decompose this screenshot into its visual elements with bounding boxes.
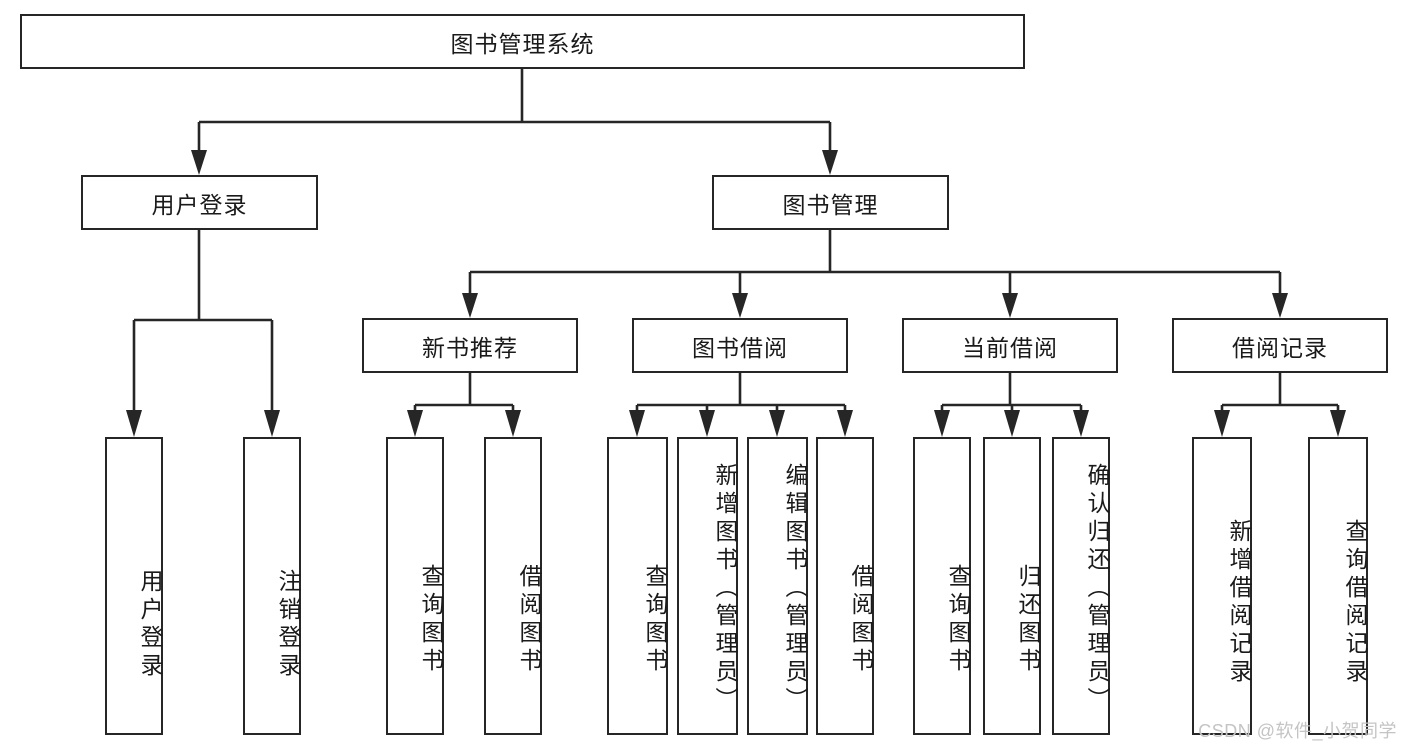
node-leaf-edit-book-label: 编辑图书（管理员） (782, 463, 808, 715)
node-leaf-query-book-3-label: 查询图书 (945, 564, 971, 676)
arrowhead-leaf-borrow-book-2 (837, 410, 853, 437)
node-root-label: 图书管理系统 (450, 30, 595, 57)
node-leaf-borrow-book-2[interactable]: 借阅图书 (816, 437, 874, 735)
node-borrow-records[interactable]: 借阅记录 (1172, 318, 1388, 373)
arrowhead-leaf-return-book (1004, 410, 1020, 437)
watermark: CSDN @软件_小贺同学 (1198, 721, 1397, 741)
node-current-borrow-label: 当前借阅 (962, 334, 1058, 361)
arrowhead-current-borrow (1002, 293, 1018, 318)
node-leaf-add-book-label: 新增图书（管理员） (712, 463, 738, 715)
node-leaf-query-book-3[interactable]: 查询图书 (913, 437, 971, 735)
node-leaf-query-book-1-label: 查询图书 (418, 564, 444, 676)
arrowhead-leaf-add-book (699, 410, 715, 437)
node-user-login[interactable]: 用户登录 (81, 175, 318, 230)
node-leaf-user-logout-label: 注销登录 (275, 569, 301, 681)
node-book-borrow[interactable]: 图书借阅 (632, 318, 848, 373)
node-leaf-confirm-return-label: 确认归还（管理员） (1084, 463, 1110, 715)
node-leaf-query-book-1[interactable]: 查询图书 (386, 437, 444, 735)
arrowhead-leaf-user-logout (264, 410, 280, 437)
node-current-borrow[interactable]: 当前借阅 (902, 318, 1118, 373)
node-leaf-confirm-return[interactable]: 确认归还（管理员） (1052, 437, 1110, 735)
arrowhead-leaf-query-book-3 (934, 410, 950, 437)
node-new-book-recommend-label: 新书推荐 (422, 334, 518, 361)
node-leaf-borrow-book-1[interactable]: 借阅图书 (484, 437, 542, 735)
node-leaf-edit-book[interactable]: 编辑图书（管理员） (747, 437, 808, 735)
node-leaf-user-login[interactable]: 用户登录 (105, 437, 163, 735)
node-leaf-query-record-label: 查询借阅记录 (1342, 519, 1368, 687)
arrowhead-leaf-query-record (1330, 410, 1346, 437)
node-leaf-add-record[interactable]: 新增借阅记录 (1192, 437, 1252, 735)
arrowhead-leaf-query-book-1 (407, 410, 423, 437)
node-leaf-user-logout[interactable]: 注销登录 (243, 437, 301, 735)
arrowhead-leaf-query-book-2 (629, 410, 645, 437)
node-root[interactable]: 图书管理系统 (20, 14, 1025, 69)
arrowhead-new-book-recommend (462, 293, 478, 318)
arrowhead-borrow-records (1272, 293, 1288, 318)
node-user-login-label: 用户登录 (151, 191, 248, 218)
arrowhead-leaf-user-login (126, 410, 142, 437)
node-leaf-add-book[interactable]: 新增图书（管理员） (677, 437, 738, 735)
node-leaf-return-book[interactable]: 归还图书 (983, 437, 1041, 735)
node-leaf-query-book-2-label: 查询图书 (642, 564, 668, 676)
arrowhead-book-management (822, 150, 838, 175)
node-leaf-add-record-label: 新增借阅记录 (1226, 519, 1252, 687)
node-leaf-query-record[interactable]: 查询借阅记录 (1308, 437, 1368, 735)
node-new-book-recommend[interactable]: 新书推荐 (362, 318, 578, 373)
node-borrow-records-label: 借阅记录 (1232, 334, 1328, 361)
arrowhead-leaf-edit-book (769, 410, 785, 437)
node-leaf-borrow-book-1-label: 借阅图书 (516, 564, 542, 676)
arrowhead-book-borrow (732, 293, 748, 318)
node-book-management[interactable]: 图书管理 (712, 175, 949, 230)
node-leaf-user-login-label: 用户登录 (137, 569, 163, 681)
arrowhead-leaf-borrow-book-1 (505, 410, 521, 437)
node-book-management-label: 图书管理 (782, 191, 879, 218)
arrowhead-user-login (191, 150, 207, 175)
node-leaf-borrow-book-2-label: 借阅图书 (848, 564, 874, 676)
node-leaf-query-book-2[interactable]: 查询图书 (607, 437, 668, 735)
node-leaf-return-book-label: 归还图书 (1015, 564, 1041, 676)
arrowhead-leaf-confirm-return (1073, 410, 1089, 437)
arrowhead-leaf-add-record (1214, 410, 1230, 437)
node-book-borrow-label: 图书借阅 (692, 334, 788, 361)
